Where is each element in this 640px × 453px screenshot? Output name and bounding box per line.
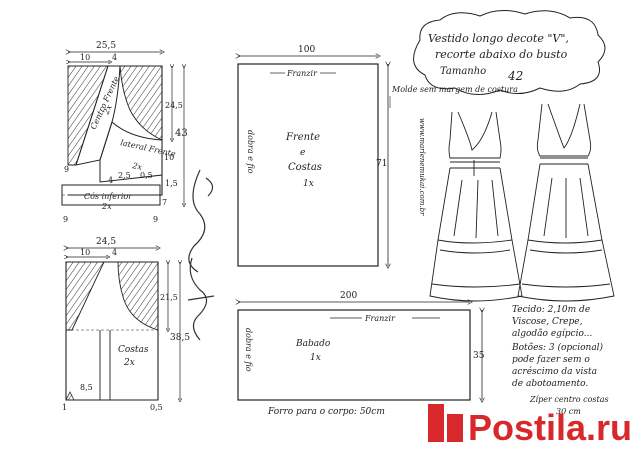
materials-notes: Tecido: 2,10m de Viscose, Crepe, algodão… xyxy=(511,305,609,416)
buttons-line-1: Botões: 3 (opcional) xyxy=(511,342,604,353)
watermark: Postila.ru xyxy=(428,404,632,448)
skirt-height: 71 xyxy=(376,159,387,169)
fabric-line-3: algodão egípcio... xyxy=(512,328,592,339)
ruffle-width: 200 xyxy=(340,291,357,301)
skirt-label-3: Costas xyxy=(288,162,322,173)
mark-2-5: 2,5 xyxy=(118,171,131,180)
skirt-gather: Franzir xyxy=(286,69,318,78)
molde-note: Molde sem margem de costura xyxy=(389,85,518,108)
bodice-back-side-upper: 21,5 xyxy=(160,293,178,302)
bodice-front-piece: 25,5 10 4 Centro Frente 2x lateral Frent… xyxy=(61,41,188,224)
skirt-label-1: Frente xyxy=(285,132,320,143)
bodice-back-top-right: 4 xyxy=(112,248,117,257)
mark-9: 9 xyxy=(64,165,69,174)
bodice-back-width: 24,5 xyxy=(96,237,116,247)
bodice-back-top-left: 10 xyxy=(80,248,90,257)
buttons-line-4: de abotoamento. xyxy=(512,379,588,389)
bodice-centro-qty: 2x xyxy=(101,103,114,117)
mark-7: 7 xyxy=(162,198,167,207)
skirt-piece: 100 Franzir dobra e fio Frente e Costas … xyxy=(238,45,388,266)
title-cloud: Vestido longo decote "V", recorte abaixo… xyxy=(413,10,606,95)
bodice-back-piece: 24,5 10 4 Costas 2x 8,5 1 0,5 21,5 38,5 xyxy=(62,237,190,412)
skirt-fold: dobra e fio xyxy=(246,130,255,174)
ruffle-qty: 1x xyxy=(310,353,321,363)
bodice-back-label: Costas xyxy=(118,345,149,355)
signature xyxy=(187,169,215,341)
bodice-front-side-low: 1,5 xyxy=(165,179,178,188)
bodice-front-side-upper: 24,5 xyxy=(165,101,183,110)
bodice-front-side-total: 43 xyxy=(175,128,188,139)
website-url: www.marlenemukai.com.br xyxy=(418,118,426,216)
lining-note: Forro para o corpo: 50cm xyxy=(267,407,385,417)
fabric-line-2: Viscose, Crepe, xyxy=(512,317,583,327)
ruffle-label: Babado xyxy=(295,339,331,349)
cos-inferior-qty: 2x xyxy=(101,202,112,211)
bodice-front-side-mid: 10 xyxy=(164,153,174,162)
bodice-back-qty: 2x xyxy=(123,358,135,368)
zipper-line-2: 30 cm xyxy=(556,407,581,416)
ruffle-height: 35 xyxy=(473,351,485,361)
buttons-line-3: acréscimo da vista xyxy=(512,366,597,377)
zipper-line-1: Zíper centro costas xyxy=(529,395,609,404)
skirt-width: 100 xyxy=(298,45,315,55)
mark-9c: 9 xyxy=(153,215,158,224)
title-line-1: Vestido longo decote "V", xyxy=(428,32,569,45)
mark-8-5: 8,5 xyxy=(80,383,93,392)
fabric-line-1: Tecido: 2,10m de xyxy=(512,305,590,315)
ruffle-fold: dobra e fio xyxy=(244,328,253,372)
buttons-line-2: pode fazer sem o xyxy=(512,355,590,365)
skirt-label-2: e xyxy=(300,148,305,158)
mark-1: 1 xyxy=(62,403,67,412)
mark-0-5b: 0,5 xyxy=(150,403,163,412)
bodice-back-side-total: 38,5 xyxy=(170,333,190,343)
dress-sketch-front xyxy=(429,111,523,302)
mark-0-5: 0,5 xyxy=(140,171,153,180)
bodice-lateral-qty: 2x xyxy=(131,161,144,172)
skirt-qty: 1x xyxy=(303,179,314,189)
ruffle-piece: 200 Franzir dobra e fio Babado 1x 35 xyxy=(238,291,485,400)
size-value: 42 xyxy=(507,69,523,83)
mark-4: 4 xyxy=(108,176,113,185)
bodice-front-top-left: 10 xyxy=(80,53,90,62)
watermark-text: Postila.ru xyxy=(468,407,632,448)
dress-sketch-back xyxy=(517,103,615,302)
ruffle-gather: Franzir xyxy=(364,314,396,323)
bodice-front-width: 25,5 xyxy=(96,41,116,51)
cos-inferior-label: Cós inferior xyxy=(84,192,133,201)
mark-9b: 9 xyxy=(63,215,68,224)
title-line-2: recorte abaixo do busto xyxy=(435,48,568,61)
molde-note-text: Molde sem margem de costura xyxy=(391,85,518,94)
size-label: Tamanho xyxy=(440,66,486,77)
bodice-front-top-right: 4 xyxy=(112,53,117,62)
